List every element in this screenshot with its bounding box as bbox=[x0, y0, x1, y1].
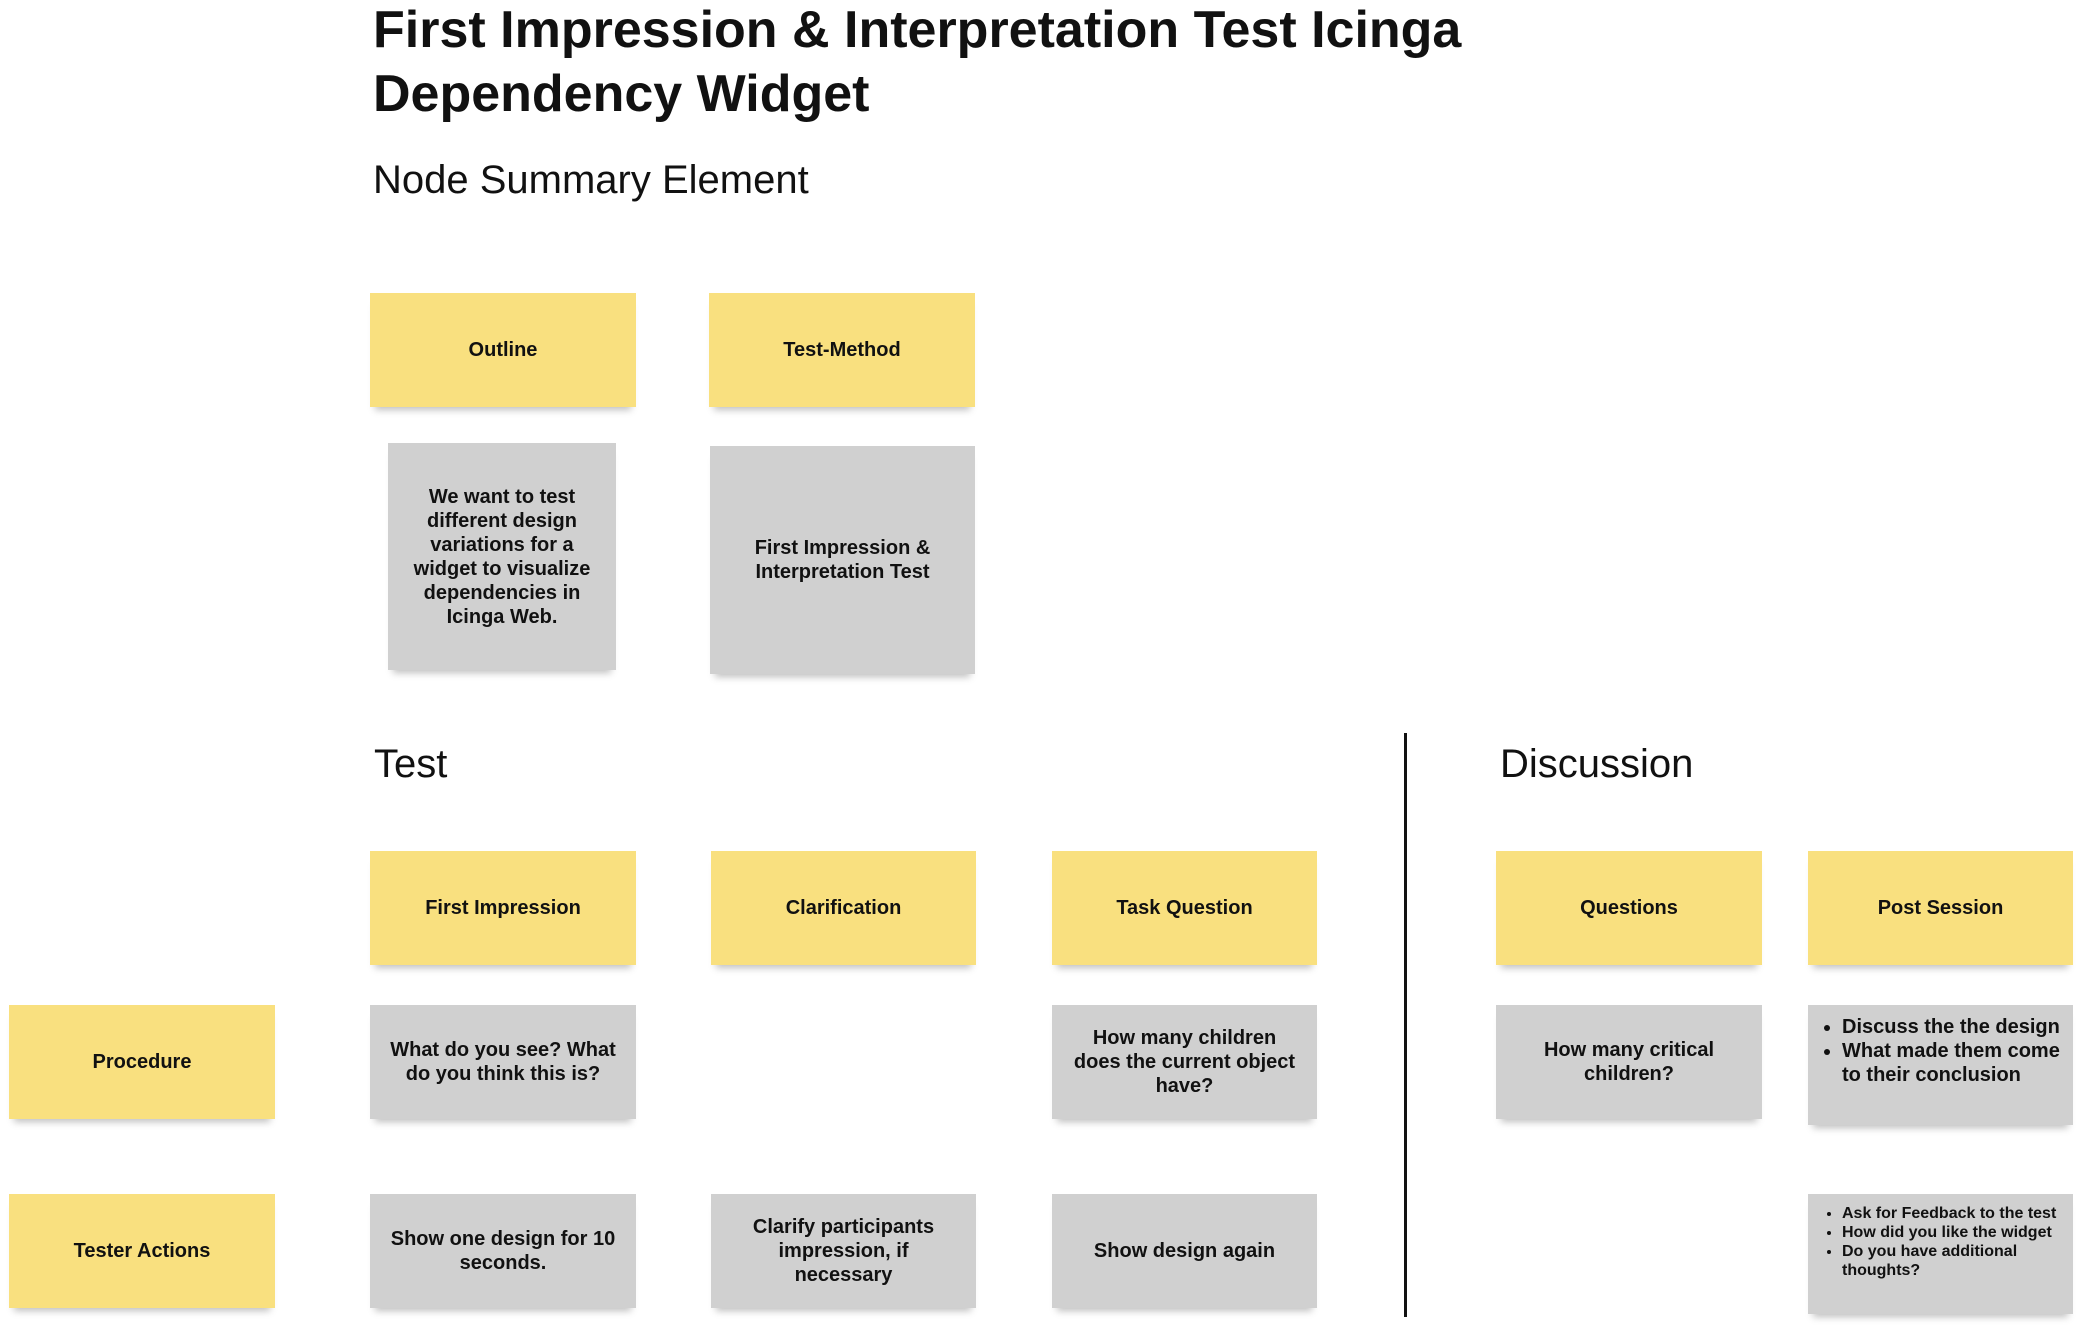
note-procedure-post-session[interactable]: Discuss the the design What made them co… bbox=[1808, 1005, 2073, 1125]
list-item: How did you like the widget bbox=[1842, 1223, 2061, 1242]
list-item: Discuss the the design bbox=[1842, 1015, 2061, 1039]
page-title: First Impression & Interpretation Test I… bbox=[373, 1, 1462, 123]
section-test-heading: Test bbox=[374, 742, 448, 786]
note-label: We want to test different design variati… bbox=[413, 485, 591, 628]
list-item: Do you have additional thoughts? bbox=[1842, 1242, 2061, 1280]
note-label: First Impression bbox=[425, 897, 581, 919]
column-post-session[interactable]: Post Session bbox=[1808, 851, 2073, 965]
note-label: Outline bbox=[468, 339, 538, 361]
note-procedure-questions[interactable]: How many critical children? bbox=[1496, 1005, 1762, 1119]
note-label: How many children does the current objec… bbox=[1073, 1027, 1296, 1097]
column-questions[interactable]: Questions bbox=[1496, 851, 1762, 965]
note-label: Show design again bbox=[1093, 1240, 1276, 1262]
note-actions-clarification[interactable]: Clarify participants impression, if nece… bbox=[711, 1194, 976, 1308]
row-procedure[interactable]: Procedure bbox=[9, 1005, 275, 1119]
note-procedure-first-impression[interactable]: What do you see? What do you think this … bbox=[370, 1005, 636, 1119]
note-label: Tester Actions bbox=[73, 1240, 211, 1262]
note-actions-task-question[interactable]: Show design again bbox=[1052, 1194, 1317, 1308]
column-clarification[interactable]: Clarification bbox=[711, 851, 976, 965]
note-test-method-body[interactable]: First Impression & Interpretation Test bbox=[710, 446, 975, 674]
list-item: Ask for Feedback to the test bbox=[1842, 1204, 2061, 1223]
page-subtitle: Node Summary Element bbox=[373, 158, 809, 202]
note-label: How many critical children? bbox=[1543, 1039, 1715, 1085]
note-label: Clarify participants impression, if nece… bbox=[752, 1216, 935, 1286]
column-first-impression[interactable]: First Impression bbox=[370, 851, 636, 965]
note-label: Post Session bbox=[1877, 897, 2004, 919]
note-label: Show one design for 10 seconds. bbox=[390, 1228, 616, 1274]
bullet-list: Discuss the the design What made them co… bbox=[1820, 1015, 2061, 1087]
note-label: What do you see? What do you think this … bbox=[390, 1039, 616, 1085]
note-outline-body[interactable]: We want to test different design variati… bbox=[388, 443, 616, 670]
note-label: First Impression & Interpretation Test bbox=[754, 537, 931, 583]
row-tester-actions[interactable]: Tester Actions bbox=[9, 1194, 275, 1308]
note-label: Task Question bbox=[1116, 897, 1253, 919]
section-discussion-heading: Discussion bbox=[1500, 742, 1694, 786]
section-divider bbox=[1404, 733, 1407, 1317]
note-actions-post-session[interactable]: Ask for Feedback to the test How did you… bbox=[1808, 1194, 2073, 1314]
list-item: What made them come to their conclusion bbox=[1842, 1039, 2061, 1087]
note-label: Clarification bbox=[785, 897, 902, 919]
note-actions-first-impression[interactable]: Show one design for 10 seconds. bbox=[370, 1194, 636, 1308]
note-label: Procedure bbox=[92, 1051, 192, 1073]
note-procedure-task-question[interactable]: How many children does the current objec… bbox=[1052, 1005, 1317, 1119]
note-label: Test-Method bbox=[783, 339, 901, 361]
note-label: Questions bbox=[1580, 897, 1678, 919]
note-test-method-header[interactable]: Test-Method bbox=[709, 293, 975, 407]
note-outline-header[interactable]: Outline bbox=[370, 293, 636, 407]
bullet-list: Ask for Feedback to the test How did you… bbox=[1820, 1204, 2061, 1280]
column-task-question[interactable]: Task Question bbox=[1052, 851, 1317, 965]
